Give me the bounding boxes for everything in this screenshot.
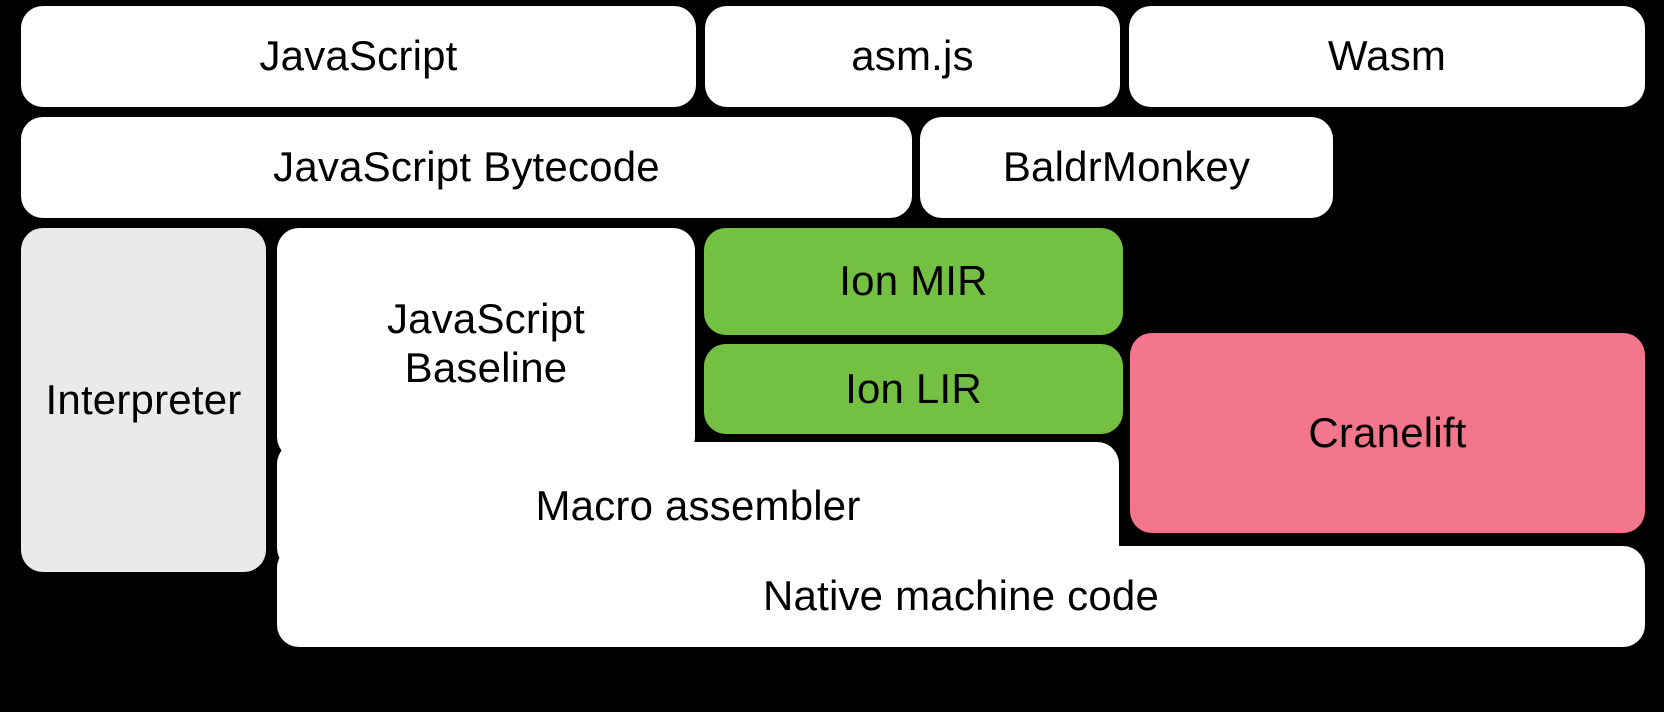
node-native-machine-code: Native machine code	[277, 546, 1645, 647]
node-javascript-baseline: JavaScript Baseline	[277, 228, 695, 459]
node-javascript-bytecode: JavaScript Bytecode	[21, 117, 912, 218]
node-baldrmonkey: BaldrMonkey	[920, 117, 1333, 218]
node-interpreter: Interpreter	[21, 228, 266, 572]
node-ion-mir: Ion MIR	[704, 228, 1123, 335]
node-cranelift: Cranelift	[1130, 333, 1645, 533]
node-asm-js: asm.js	[705, 6, 1120, 107]
node-ion-lir: Ion LIR	[704, 344, 1123, 434]
node-wasm: Wasm	[1129, 6, 1645, 107]
node-javascript: JavaScript	[21, 6, 696, 107]
